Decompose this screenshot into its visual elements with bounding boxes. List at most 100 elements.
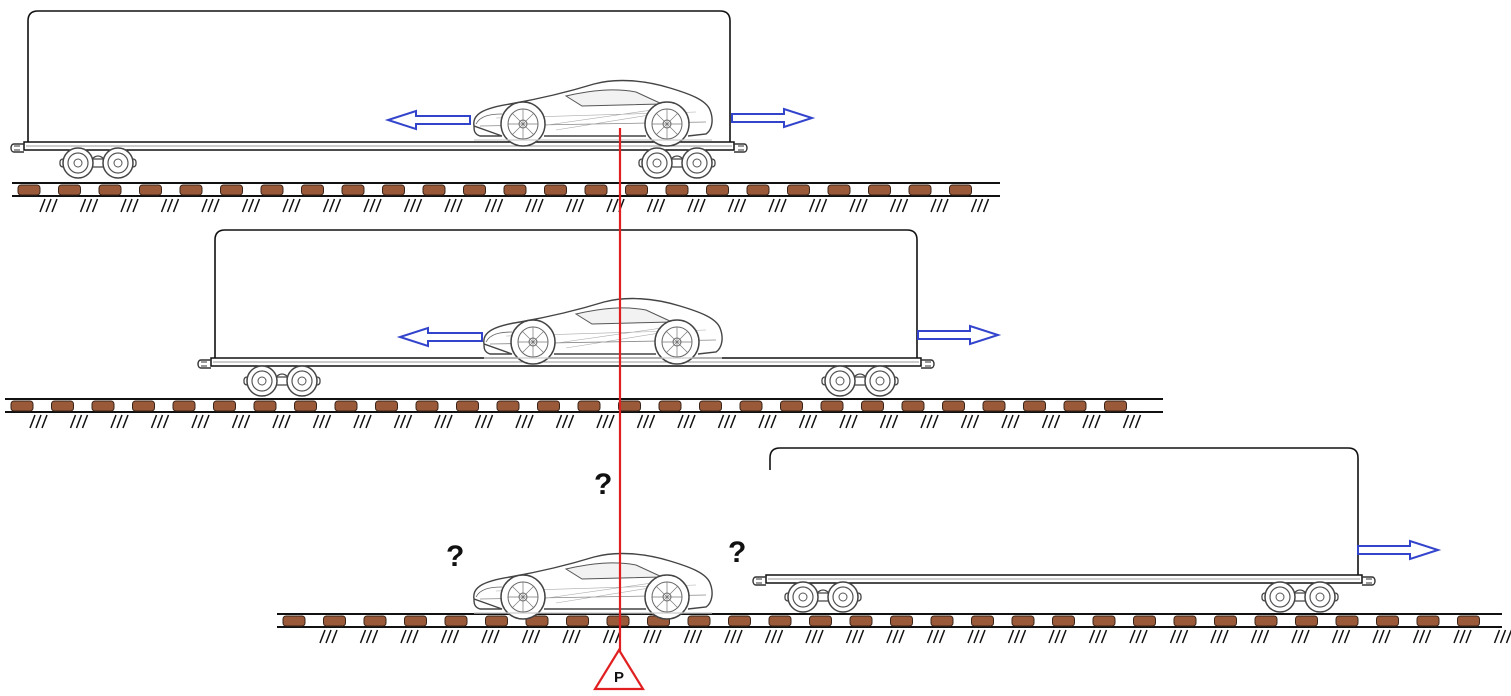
ground-hatch <box>1262 629 1270 644</box>
sports-car-3-icon <box>473 552 713 620</box>
arrow-right-icon-5 <box>1357 539 1442 561</box>
sleeper <box>982 400 1006 412</box>
ground-hatch <box>561 414 569 429</box>
ground-hatch <box>567 414 575 429</box>
coupler-right-icon <box>920 359 935 369</box>
ground-hatch <box>879 414 887 429</box>
ground-hatch <box>253 198 261 213</box>
ground-hatch <box>81 414 89 429</box>
ground-hatch <box>889 198 897 213</box>
ground-hatch <box>369 198 376 213</box>
ground-hatch <box>294 198 301 213</box>
ground-hatch <box>758 414 765 429</box>
ground-hatch <box>736 629 743 644</box>
ground-hatch <box>571 198 579 213</box>
ground-hatch <box>456 198 463 213</box>
sleeper <box>618 400 641 412</box>
ground-hatch <box>1418 629 1426 644</box>
ground-hatch <box>203 414 210 429</box>
ground-hatch <box>191 414 198 429</box>
ground-hatch <box>770 629 778 644</box>
ground-hatch <box>982 198 990 213</box>
ground-hatch <box>353 414 360 429</box>
ground-hatch <box>730 629 737 644</box>
question-mark-top: ? <box>594 468 612 501</box>
ground-hatch <box>1135 629 1142 644</box>
ground-hatch <box>606 198 613 213</box>
ground-hatch <box>1088 414 1095 429</box>
sleeper <box>861 400 884 412</box>
ground-hatch <box>126 198 133 213</box>
ground-hatch <box>608 629 616 644</box>
ground-hatch <box>808 198 816 213</box>
ground-hatch <box>895 198 903 213</box>
ground-hatch <box>1297 629 1304 644</box>
ground-hatch <box>804 414 812 429</box>
sleeper <box>132 400 155 412</box>
arrow-left-icon-3 <box>396 326 483 348</box>
ground-hatch <box>727 198 735 213</box>
ground-hatch <box>972 414 980 429</box>
sleeper <box>971 615 994 627</box>
ground-hatch <box>1331 629 1339 644</box>
sleeper <box>172 400 196 412</box>
ground-hatch <box>849 198 856 213</box>
ground-hatch <box>901 198 909 213</box>
ground-hatch <box>764 629 772 644</box>
ground-hatch <box>1222 629 1229 644</box>
sleeper <box>658 400 682 412</box>
ground-hatch <box>642 414 650 429</box>
ground-hatch <box>973 629 980 644</box>
ground-hatch <box>403 198 411 213</box>
ground-hatch <box>243 414 251 429</box>
ground-hatch <box>976 198 984 213</box>
ground-hatch <box>733 198 741 213</box>
ground-hatch <box>1372 629 1379 644</box>
ground-hatch <box>723 414 731 429</box>
sleeper <box>1254 615 1278 627</box>
railcars <box>10 10 1376 613</box>
ground-hatch <box>810 414 818 429</box>
ground-hatch <box>1499 629 1507 644</box>
ground-hatch <box>484 198 492 213</box>
ground-hatch <box>1094 414 1101 429</box>
ground-hatch <box>278 414 285 429</box>
sleeper <box>584 184 608 196</box>
arrow-right-icon-2 <box>731 107 816 129</box>
ground-hatch <box>1216 629 1223 644</box>
ground-hatch <box>648 414 656 429</box>
ground-hatch <box>612 198 619 213</box>
sleeper <box>706 184 729 196</box>
ground-hatch <box>122 414 129 429</box>
ground-hatch <box>562 629 569 644</box>
railcar-1 <box>10 10 748 179</box>
ground-hatch <box>820 198 828 213</box>
ground-hatch <box>970 198 978 213</box>
ground-hatch <box>1007 629 1015 644</box>
ground-hatch <box>861 198 868 213</box>
sleeper <box>260 184 284 196</box>
sleeper <box>1214 615 1237 627</box>
ground-hatch <box>399 414 407 429</box>
ground-hatch <box>1250 629 1258 644</box>
sleeper <box>220 184 243 196</box>
ground-hatch <box>555 414 563 429</box>
sleeper <box>253 400 277 412</box>
ground-hatch <box>328 198 336 213</box>
ground-hatch <box>35 414 42 429</box>
sleeper <box>1335 615 1359 627</box>
ground-hatch <box>811 629 818 644</box>
ground-hatch <box>51 198 58 213</box>
ground-hatch <box>596 414 603 429</box>
ground-hatch <box>490 198 498 213</box>
sleeper <box>890 615 913 627</box>
ground-hatch <box>1100 629 1108 644</box>
sleeper <box>1104 400 1127 412</box>
sleeper <box>375 400 398 412</box>
ground-hatch <box>41 414 48 429</box>
ground-hatch <box>150 414 158 429</box>
ground-hatch <box>120 198 127 213</box>
ground-hatch <box>201 198 208 213</box>
ground-hatch <box>537 198 544 213</box>
ground-hatch <box>1453 629 1460 644</box>
